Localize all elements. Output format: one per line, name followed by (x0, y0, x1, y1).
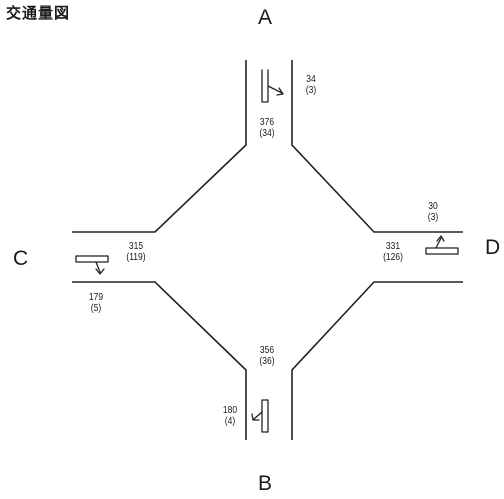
node-label-a: A (258, 6, 273, 29)
volume-c-right: 179 (5) (86, 292, 106, 314)
volume-sub-value: (3) (427, 212, 439, 223)
node-label-c: C (13, 247, 29, 270)
volume-value: 34 (306, 74, 316, 85)
volume-c-through: 315 (119) (122, 241, 151, 263)
volume-value: 376 (259, 117, 275, 128)
volume-b-right: 180 (4) (220, 405, 240, 427)
volume-value: 315 (128, 241, 144, 252)
volume-a-through: 376 (34) (254, 117, 280, 139)
volume-value: 30 (428, 201, 438, 212)
diagram-title: 交通量図 (6, 4, 71, 22)
road-edge-top-right (291, 60, 463, 233)
node-label-b: B (258, 472, 273, 495)
arrow-approach-a-icon (261, 69, 284, 103)
volume-value: 179 (88, 292, 104, 303)
volume-sub-value: (34) (259, 128, 275, 139)
volume-value: 180 (222, 405, 238, 416)
volume-sub-value: (5) (90, 303, 102, 314)
road-edge-bottom-right (291, 281, 463, 440)
node-label-d: D (485, 236, 501, 259)
volume-d-through: 331 (126) (379, 241, 408, 263)
volume-sub-value: (3) (305, 85, 317, 96)
arrow-approach-b-icon (251, 399, 269, 433)
road-edge-bottom-left (72, 281, 247, 440)
volume-sub-value: (4) (224, 416, 236, 427)
volume-sub-value: (119) (126, 252, 146, 263)
volume-value: 331 (385, 241, 401, 252)
arrow-approach-c-icon (75, 255, 109, 275)
volume-value: 356 (259, 345, 275, 356)
road-edge-top-left (72, 60, 247, 233)
volume-sub-value: (126) (383, 252, 403, 263)
volume-d-right: 30 (3) (424, 201, 443, 223)
volume-sub-value: (36) (259, 356, 275, 367)
volume-a-right: 34 (3) (302, 74, 321, 96)
arrow-approach-d-icon (425, 235, 459, 255)
volume-b-through: 356 (36) (254, 345, 280, 367)
